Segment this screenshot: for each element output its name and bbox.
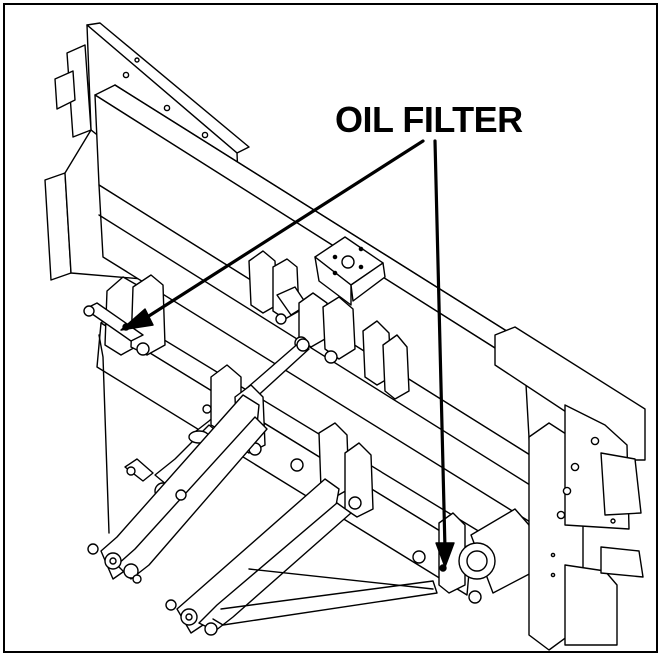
right-mount-plate [494, 326, 646, 651]
left-lower-arm [87, 394, 268, 584]
oil-filter-callout-label: OIL FILTER [335, 99, 523, 140]
upper-lug-left [83, 274, 166, 356]
diagram-frame: OIL FILTER [3, 3, 658, 653]
arrow-head-left [120, 308, 154, 331]
main-cross-beam [94, 84, 546, 526]
right-pivot-hitch [412, 508, 536, 604]
equipment-drawing [44, 22, 646, 651]
callout-arrows [120, 139, 455, 568]
right-lower-arm [165, 478, 352, 636]
stabiliser-bars [98, 334, 438, 626]
upper-lug-right [322, 296, 410, 400]
arrow-head-right [435, 542, 455, 568]
lower-lug-right [290, 422, 374, 518]
top-bracket [314, 236, 386, 306]
upper-lug-center [248, 250, 328, 350]
